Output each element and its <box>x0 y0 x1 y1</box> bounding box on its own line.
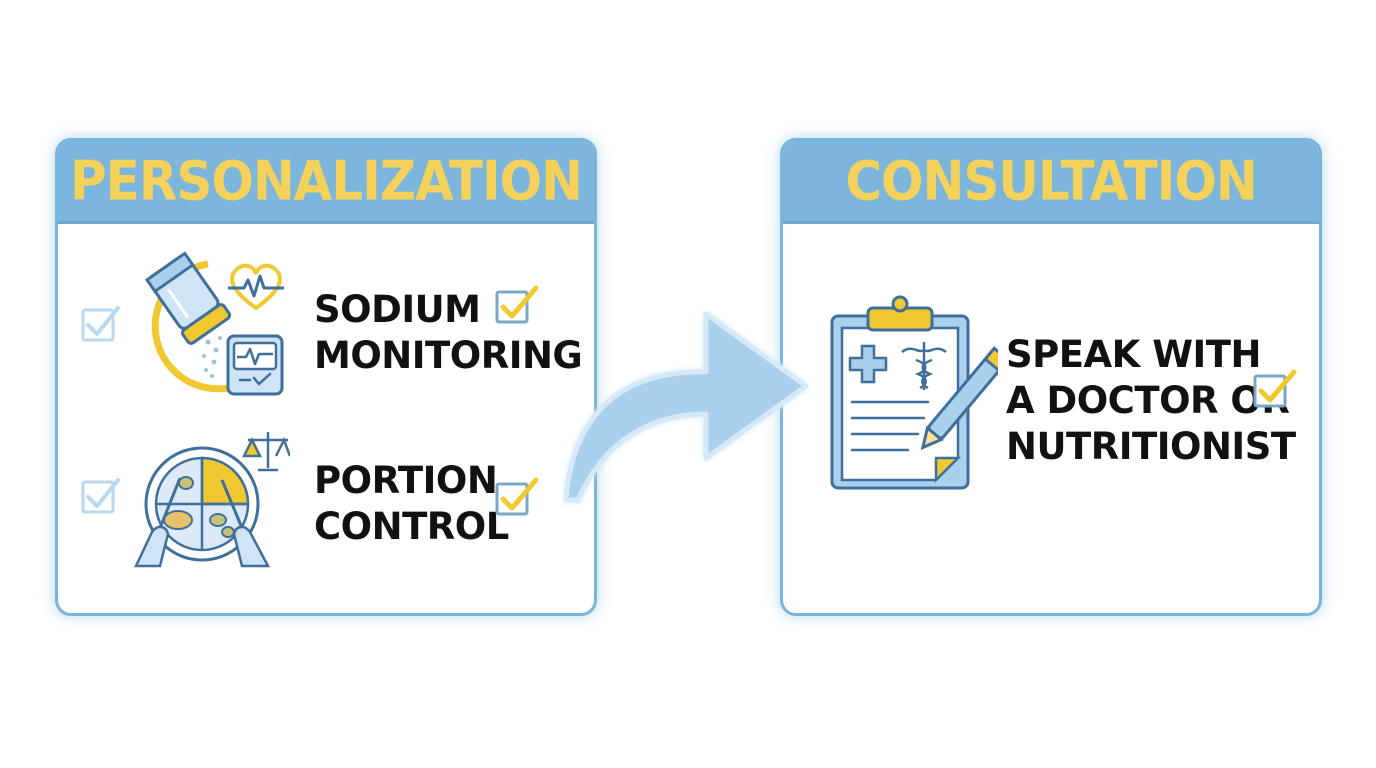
label-line: SODIUM <box>314 288 481 331</box>
faded-check-icon <box>81 306 120 342</box>
label-line: CONTROL <box>314 505 509 548</box>
consultation-header: CONSULTATION <box>783 141 1319 224</box>
checkbox-checked-icon <box>495 285 539 324</box>
portion-control-label: PORTION CONTROL <box>314 458 509 550</box>
sodium-monitoring-label: SODIUM MONITORING <box>314 287 583 379</box>
checkbox-checked-icon <box>495 477 539 516</box>
personalization-header: PERSONALIZATION <box>58 141 594 224</box>
personalization-title: PERSONALIZATION <box>70 149 583 213</box>
label-line: SPEAK WITH <box>1006 333 1262 376</box>
label-line: A DOCTOR OR <box>1006 379 1290 422</box>
label-line: MONITORING <box>314 334 583 377</box>
speak-with-doctor-label: SPEAK WITH A DOCTOR OR NUTRITIONIST <box>1006 332 1296 470</box>
checkbox-checked-icon <box>1253 369 1297 408</box>
personalization-panel: PERSONALIZATION <box>55 138 597 616</box>
curved-arrow-icon <box>563 311 809 503</box>
salt-shaker-heart-monitor-icon <box>144 251 284 396</box>
label-line: NUTRITIONIST <box>1006 425 1296 468</box>
medical-clipboard-icon <box>830 295 998 490</box>
consultation-title: CONSULTATION <box>845 149 1257 213</box>
label-line: PORTION <box>314 459 498 502</box>
plate-scale-icon <box>134 432 290 568</box>
faded-check-icon <box>81 478 120 514</box>
